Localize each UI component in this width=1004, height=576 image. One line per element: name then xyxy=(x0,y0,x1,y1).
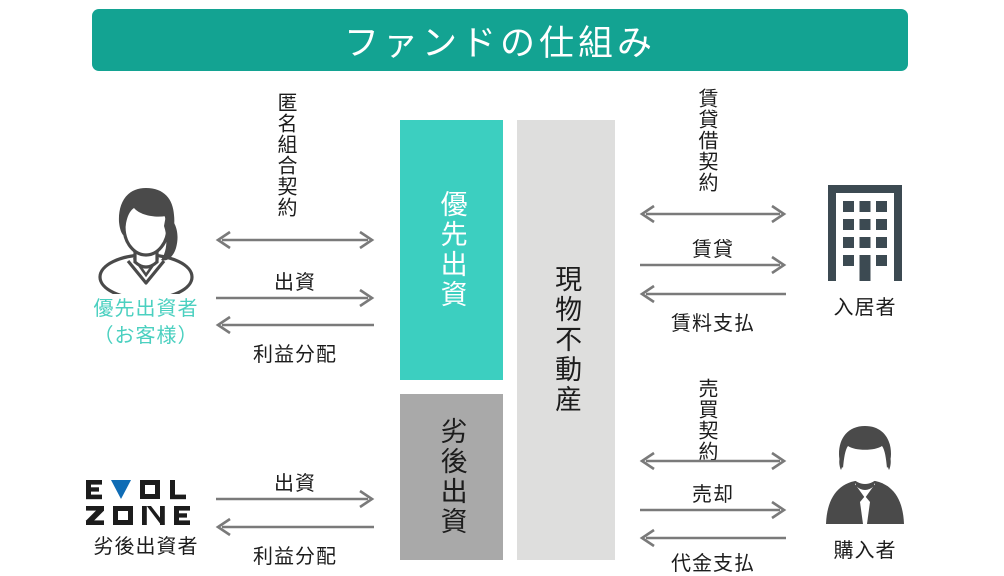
businessman-icon xyxy=(822,422,908,528)
flow-arrow-profit-distribution xyxy=(214,315,376,335)
evol-zone-logo xyxy=(84,478,206,528)
building-icon xyxy=(826,183,904,283)
flow-arrow-price-payment xyxy=(638,528,788,548)
senior-investor-label-line1: 優先出資者 xyxy=(93,298,199,320)
flow-label-sale: 売却 xyxy=(692,484,734,506)
actor-label-tenant: 入居者 xyxy=(833,297,897,319)
flow-arrow-profit-distribution-sub xyxy=(214,517,376,537)
page-title: ファンドの仕組み xyxy=(343,23,656,63)
bar-senior-investment: 優先出資 xyxy=(400,120,503,380)
flow-label-investment-in: 出資 xyxy=(274,272,316,294)
bar-real-estate: 現物不動産 xyxy=(517,120,615,560)
woman-avatar-icon xyxy=(94,182,198,301)
flow-label-lease: 賃貸 xyxy=(692,239,734,261)
diagram-title-banner: ファンドの仕組み xyxy=(92,9,908,71)
flow-label-silent-partnership-contract: 匿名組合契約 xyxy=(274,92,296,218)
flow-arrow-sale xyxy=(638,500,788,520)
flow-arrow-silent-partnership-contract xyxy=(214,230,376,250)
flow-label-profit-distribution: 利益分配 xyxy=(253,344,337,366)
actor-label-buyer: 購入者 xyxy=(833,540,897,562)
flow-arrow-sales-contract xyxy=(638,451,788,471)
flow-label-rent-payment: 賃料支払 xyxy=(671,313,755,335)
flow-label-investment-in-sub: 出資 xyxy=(274,473,316,495)
senior-investor-label-line2: （お客様） xyxy=(93,325,199,347)
actor-label-subordinated-investor: 劣後出資者 xyxy=(93,536,199,558)
bar-senior-investment-label: 優先出資 xyxy=(436,190,467,310)
flow-label-sales-contract: 売買契約 xyxy=(695,378,717,462)
actor-label-senior-investor: 優先出資者 （お客様） xyxy=(60,296,232,350)
flow-arrow-lease xyxy=(638,255,788,275)
flow-label-profit-distribution-sub: 利益分配 xyxy=(253,546,337,568)
bar-subordinated-investment: 劣後出資 xyxy=(400,394,503,560)
flow-arrow-rent-payment xyxy=(638,284,788,304)
flow-arrow-investment-in xyxy=(214,288,376,308)
flow-label-price-payment: 代金支払 xyxy=(671,553,755,575)
flow-label-lease-contract: 賃貸借契約 xyxy=(695,88,717,193)
bar-real-estate-label: 現物不動産 xyxy=(551,265,582,415)
bar-subordinated-investment-label: 劣後出資 xyxy=(436,417,467,537)
flow-arrow-lease-contract xyxy=(638,204,788,224)
flow-arrow-investment-in-sub xyxy=(214,489,376,509)
